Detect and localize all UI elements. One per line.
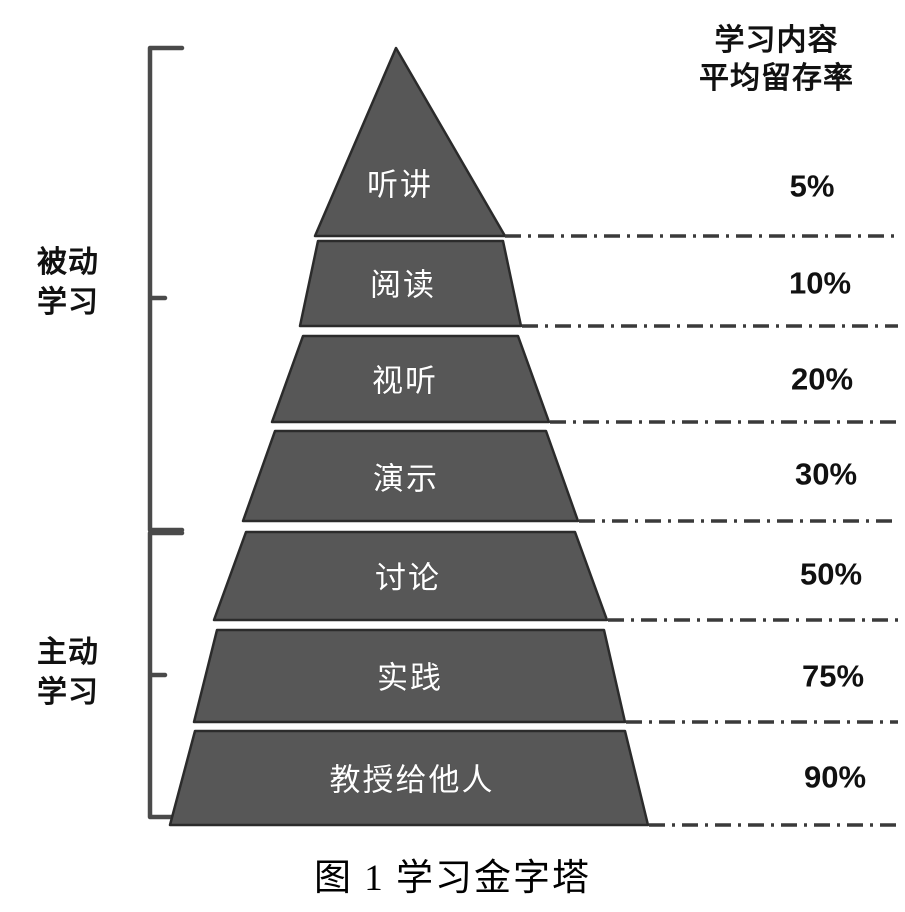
pyramid-graphic <box>168 46 898 827</box>
retention-value-5: 50% <box>799 556 863 592</box>
group-label-active-line-2: 学习 <box>37 676 99 709</box>
tier-label-3: 视听 <box>372 363 438 399</box>
pyramid-tier-6 <box>192 628 627 724</box>
pyramid-tier-5 <box>212 530 609 622</box>
pyramid-tier-4 <box>241 429 580 523</box>
pyramid-tier-3 <box>270 334 551 424</box>
tier-label-2: 阅读 <box>370 267 436 303</box>
bracket-passive <box>147 45 185 533</box>
group-label-passive: 被动 学习 <box>2 243 134 323</box>
pyramid-tier-1 <box>313 46 507 238</box>
column-header: 学习内容 平均留存率 <box>648 22 905 98</box>
group-label-active: 主动 学习 <box>2 633 134 713</box>
tier-label-5: 讨论 <box>375 560 441 596</box>
retention-value-1: 5% <box>789 168 835 204</box>
tier-label-6: 实践 <box>377 660 443 696</box>
column-header-line-1: 学习内容 <box>714 24 839 57</box>
tier-label-1: 听讲 <box>367 167 433 203</box>
retention-value-4: 30% <box>794 456 858 492</box>
retention-value-3: 20% <box>790 361 854 397</box>
retention-value-6: 75% <box>801 658 865 694</box>
column-header-line-2: 平均留存率 <box>699 62 854 95</box>
pyramid-tier-7 <box>168 729 650 827</box>
retention-value-2: 10% <box>788 265 852 301</box>
tier-label-4: 演示 <box>373 461 439 497</box>
retention-value-7: 90% <box>803 759 867 795</box>
group-label-passive-line-1: 被动 <box>37 246 99 279</box>
tier-label-7: 教授给他人 <box>329 762 495 798</box>
pyramid-tier-2 <box>298 239 523 328</box>
group-label-passive-line-2: 学习 <box>37 286 99 319</box>
group-label-active-line-1: 主动 <box>37 636 99 669</box>
figure-caption: 图 1 学习金字塔 <box>314 858 591 899</box>
